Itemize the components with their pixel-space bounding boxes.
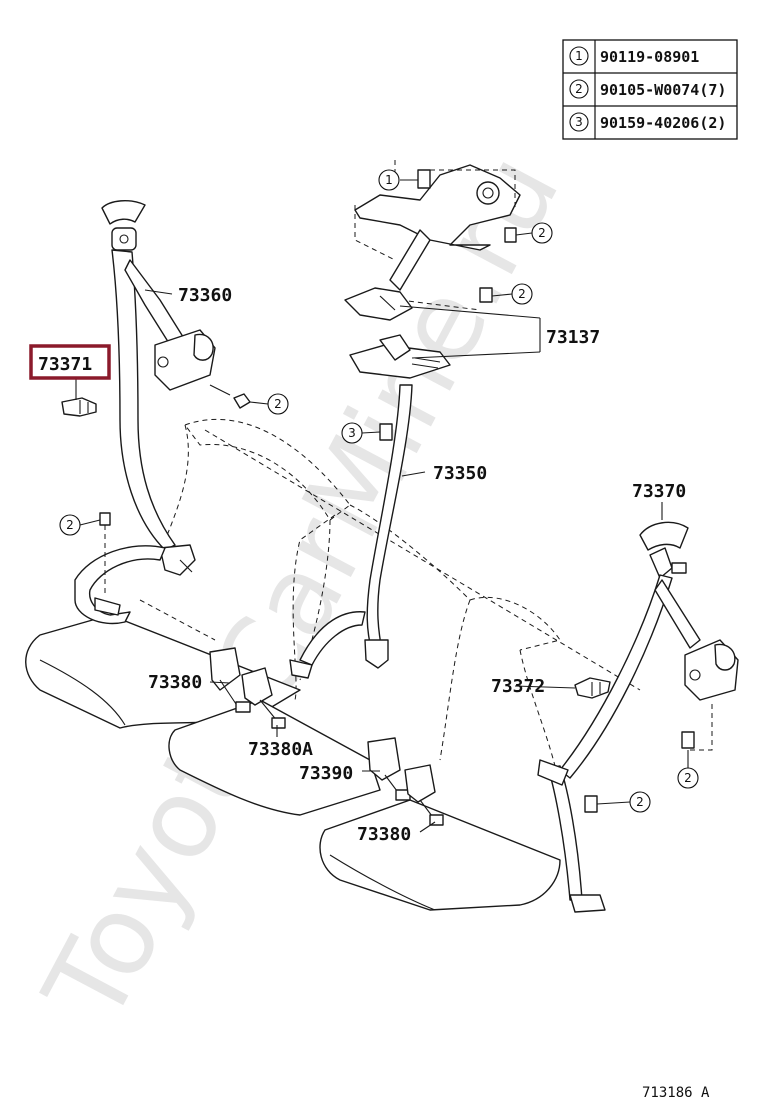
bolt-retractor-left: [209, 384, 251, 409]
label-73390[interactable]: 73390: [299, 763, 353, 784]
legend-marker: 2: [575, 82, 583, 96]
lower-anchor-left: [74, 525, 166, 625]
belt-guide-clip-73372[interactable]: [574, 677, 611, 699]
bolt-center-top: [417, 169, 431, 189]
seat-cushion-left: [25, 614, 301, 729]
marker-2-center-right[interactable]: 2: [531, 222, 553, 244]
legend-marker: 3: [575, 115, 583, 129]
marker-1-top[interactable]: 1: [378, 169, 400, 191]
buckle-73380a[interactable]: [241, 667, 286, 729]
center-belt[interactable]: [289, 384, 413, 679]
marker-3-center-lower[interactable]: 3: [341, 422, 363, 444]
label-73371-highlighted[interactable]: 73371: [29, 344, 111, 380]
bolt-center-mid: [479, 287, 493, 303]
bolt-center-lower: [379, 423, 393, 441]
leader-lines: [75, 179, 689, 833]
label-73371: 73371: [38, 354, 92, 375]
seat-cushion-right: [319, 799, 561, 911]
retractor-left[interactable]: [154, 329, 216, 391]
marker-text: 2: [274, 397, 282, 411]
legend-part-number: 90159-40206(2): [600, 114, 726, 132]
bolt-right-lower: [681, 700, 713, 751]
label-73350[interactable]: 73350: [433, 463, 487, 484]
retractor-right[interactable]: [684, 639, 739, 701]
label-73380-left[interactable]: 73380: [148, 672, 202, 693]
legend-part-number: 90119-08901: [600, 48, 699, 66]
seat-cushion-center: [168, 699, 381, 816]
outer-belt-right[interactable]: [537, 521, 701, 913]
marker-text: 1: [385, 173, 393, 187]
marker-2-lower-left[interactable]: 2: [59, 514, 81, 536]
label-73370[interactable]: 73370: [632, 481, 686, 502]
buckle-73390[interactable]: [367, 737, 411, 801]
belt-cover-lower[interactable]: [349, 334, 451, 379]
bolt-right-upper: [671, 562, 687, 574]
bolt-lower-left: [99, 512, 111, 526]
buckle-73380-bottom[interactable]: [404, 764, 444, 826]
legend-row-1[interactable]: 1 90119-08901: [569, 46, 699, 66]
marker-text: 2: [684, 771, 692, 785]
bolt-center-right: [504, 227, 517, 243]
label-73137[interactable]: 73137: [546, 327, 600, 348]
bolt-right-anchor: [584, 795, 598, 813]
marker-text: 3: [348, 426, 356, 440]
label-73380a[interactable]: 73380A: [248, 739, 313, 760]
legend-marker: 1: [575, 49, 583, 63]
label-73360[interactable]: 73360: [178, 285, 232, 306]
marker-text: 2: [636, 795, 644, 809]
outer-belt-left[interactable]: [101, 200, 196, 576]
marker-2-retractor-left[interactable]: 2: [267, 393, 289, 415]
rear-seat-outline: [139, 418, 641, 801]
belt-cover-upper[interactable]: [344, 287, 413, 321]
legend-row-3[interactable]: 3 90159-40206(2): [569, 112, 726, 132]
marker-text: 2: [538, 226, 546, 240]
belt-guide-clip-73371[interactable]: [61, 397, 97, 417]
marker-2-right-anchor[interactable]: 2: [629, 791, 651, 813]
marker-text: 2: [518, 287, 526, 301]
label-73372[interactable]: 73372: [491, 676, 545, 697]
marker-text: 2: [66, 518, 74, 532]
marker-2-right-lower[interactable]: 2: [677, 767, 699, 789]
legend-row-2[interactable]: 2 90105-W0074(7): [569, 79, 726, 99]
diagram-code: 713186 A: [642, 1085, 710, 1101]
marker-2-center-mid[interactable]: 2: [511, 283, 533, 305]
label-73380-bottom[interactable]: 73380: [357, 824, 411, 845]
legend-part-number: 90105-W0074(7): [600, 81, 726, 99]
fastener-legend-table: 1 90119-08901 2 90105-W0074(7) 3 90159-4…: [562, 39, 738, 140]
buckle-73380-left[interactable]: [209, 647, 251, 713]
